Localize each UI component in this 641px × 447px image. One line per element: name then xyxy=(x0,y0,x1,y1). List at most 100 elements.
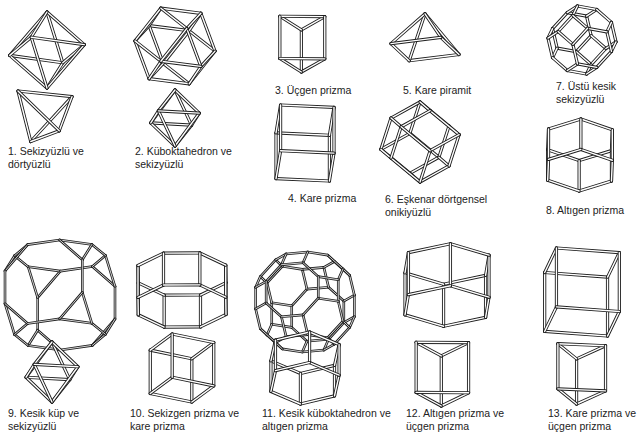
strut-outline xyxy=(344,295,355,301)
strut-outline xyxy=(276,151,281,179)
strut-fill xyxy=(301,59,324,72)
strut-outline xyxy=(546,159,550,180)
strut-fill xyxy=(34,364,52,402)
strut-outline xyxy=(430,111,459,135)
figure-caption: 5. Kare piramit xyxy=(403,84,503,97)
strut-outline xyxy=(161,61,201,66)
strut-outline xyxy=(266,303,281,317)
strut-fill xyxy=(577,346,606,359)
strut xyxy=(255,287,256,309)
strut xyxy=(256,303,267,309)
strut-outline xyxy=(543,272,546,331)
strut xyxy=(405,295,408,315)
strut-fill xyxy=(92,334,105,345)
strut-outline xyxy=(158,111,175,146)
strut-outline xyxy=(343,321,350,327)
figure-caption: 8. Altıgen prizma xyxy=(546,204,638,217)
strut-outline xyxy=(200,315,226,327)
strut-fill xyxy=(381,149,391,158)
strut-fill xyxy=(28,267,60,271)
strut xyxy=(105,255,115,286)
strut xyxy=(441,343,468,356)
strut xyxy=(158,90,175,111)
strut-fill xyxy=(567,64,577,71)
strut xyxy=(187,13,201,28)
strut xyxy=(580,119,581,149)
strut-fill xyxy=(34,364,78,366)
strut-fill xyxy=(605,346,606,391)
strut xyxy=(324,261,335,267)
strut-outline xyxy=(28,240,60,245)
strut-fill xyxy=(187,13,201,28)
strut xyxy=(577,64,596,67)
strut xyxy=(26,377,52,402)
strut-outline xyxy=(553,58,568,71)
strut-fill xyxy=(161,29,187,62)
strut-outline xyxy=(161,29,187,62)
strut-outline xyxy=(198,253,201,285)
strut xyxy=(200,315,226,327)
strut-fill xyxy=(164,252,200,254)
strut-fill xyxy=(192,386,214,402)
strut-outline xyxy=(381,118,391,149)
strut-fill xyxy=(334,327,349,344)
strut-outline xyxy=(588,28,607,31)
strut-outline xyxy=(350,317,355,328)
strut xyxy=(567,64,577,71)
strut xyxy=(545,272,608,277)
strut-fill xyxy=(548,180,579,191)
strut-outline xyxy=(224,265,227,297)
strut xyxy=(553,58,568,71)
strut xyxy=(275,340,276,371)
strut xyxy=(92,255,105,266)
strut-outline xyxy=(92,255,105,266)
strut-outline xyxy=(275,332,309,340)
strut-outline xyxy=(200,253,226,265)
strut xyxy=(338,280,339,302)
strut-outline xyxy=(34,342,52,364)
strut-fill xyxy=(286,252,308,254)
strut-outline xyxy=(416,342,441,356)
strut-outline xyxy=(60,319,92,323)
strut-fill xyxy=(267,266,282,283)
strut-outline xyxy=(556,307,619,312)
strut xyxy=(408,244,450,253)
strut xyxy=(611,160,613,181)
strut xyxy=(579,161,580,191)
strut-fill xyxy=(60,345,92,350)
strut-fill xyxy=(556,307,619,312)
strut-fill xyxy=(60,240,83,260)
strut-fill xyxy=(544,272,545,331)
strut xyxy=(164,295,165,327)
strut xyxy=(303,263,318,277)
strut xyxy=(597,9,612,22)
strut xyxy=(82,260,83,293)
strut-outline xyxy=(34,364,52,402)
strut-fill xyxy=(416,392,468,394)
strut xyxy=(260,329,275,343)
strut-outline xyxy=(28,319,60,324)
strut-fill xyxy=(60,267,92,272)
strut xyxy=(545,248,557,272)
strut-outline xyxy=(164,251,200,254)
strut-outline xyxy=(105,319,115,334)
strut-outline xyxy=(271,391,301,404)
strut-fill xyxy=(276,179,329,181)
figure-caption: 2. Küboktahedron ve sekizyüzlü xyxy=(135,145,250,171)
strut-outline xyxy=(303,298,318,315)
strut xyxy=(587,16,592,36)
strut-fill xyxy=(267,324,272,335)
strut-outline xyxy=(558,31,573,44)
strut xyxy=(420,102,430,111)
strut-fill xyxy=(281,315,303,317)
strut-fill xyxy=(608,253,620,277)
strut xyxy=(430,135,459,151)
strut-outline xyxy=(391,44,409,61)
strut-outline xyxy=(10,12,47,55)
strut-outline xyxy=(52,342,70,380)
strut-fill xyxy=(607,277,608,336)
strut xyxy=(581,149,612,160)
strut-fill xyxy=(587,16,592,36)
strut xyxy=(548,180,579,191)
